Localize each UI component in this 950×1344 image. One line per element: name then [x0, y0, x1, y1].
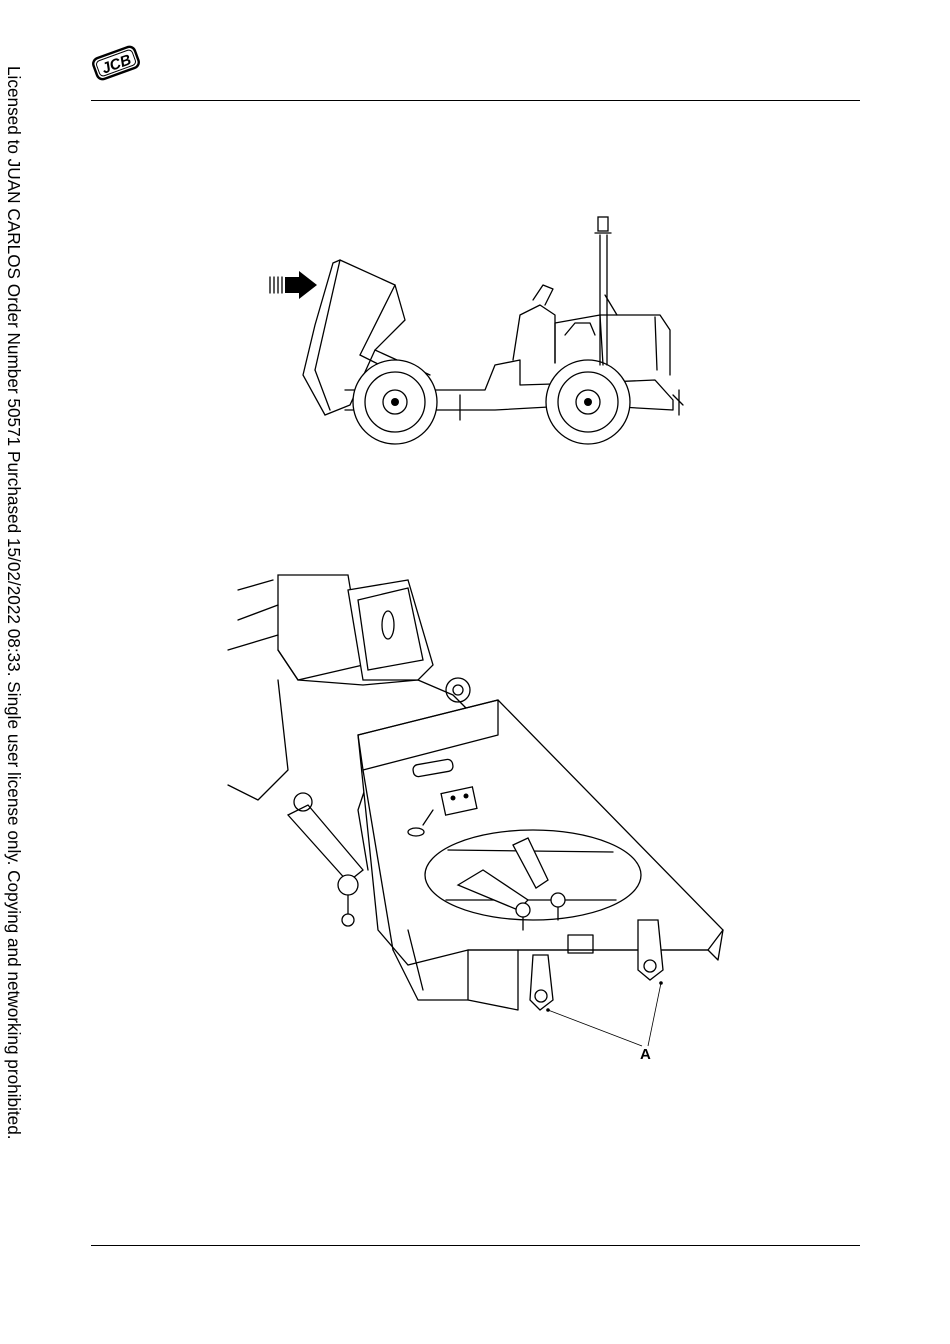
license-notice-text: Licensed to JUAN CARLOS Order Number 505…	[3, 66, 24, 1140]
license-notice: Licensed to JUAN CARLOS Order Number 505…	[0, 0, 26, 1344]
direction-arrow-icon	[270, 271, 317, 299]
footer-rule	[91, 1245, 860, 1246]
dumper-side-view-figure	[255, 205, 695, 465]
jcb-logo: JCB	[88, 40, 144, 86]
chassis-detail-figure	[218, 570, 738, 1070]
header-rule	[91, 100, 860, 101]
callout-label-a: A	[640, 1046, 651, 1063]
